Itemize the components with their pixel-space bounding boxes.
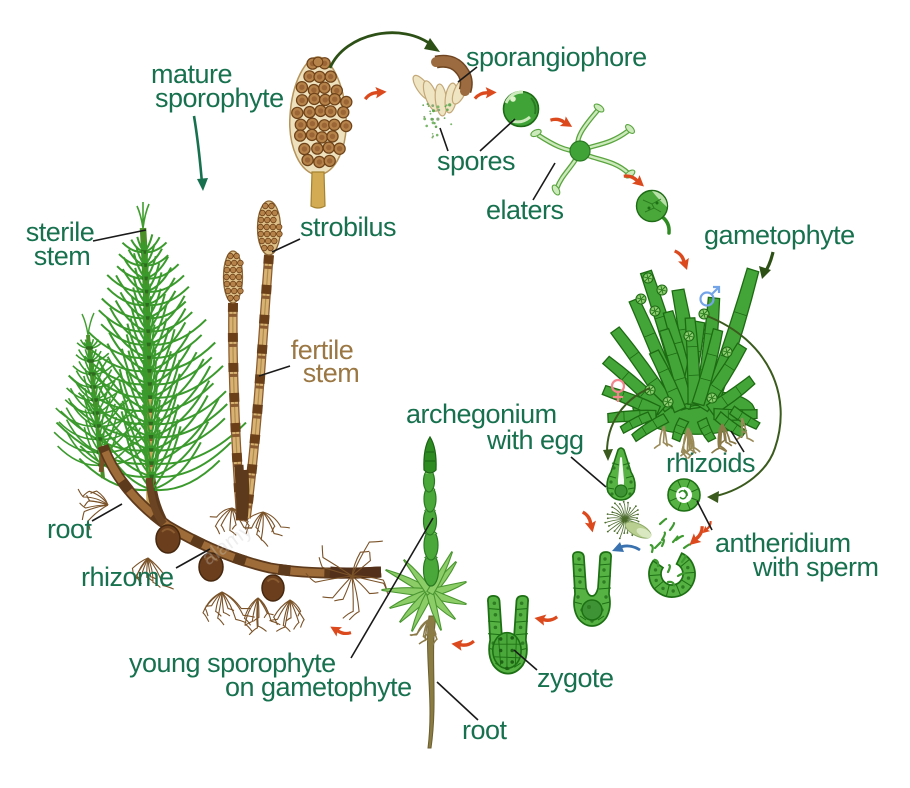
svg-text:gametophyte: gametophyte (704, 220, 855, 250)
svg-text:rhizoids: rhizoids (666, 448, 755, 478)
svg-text:zygote: zygote (537, 663, 614, 693)
svg-text:sporangiophore: sporangiophore (466, 42, 647, 72)
svg-text:sporophyte: sporophyte (155, 83, 284, 113)
svg-text:elaters: elaters (486, 195, 564, 225)
svg-text:spores: spores (437, 146, 515, 176)
svg-text:with sperm: with sperm (752, 552, 879, 582)
svg-text:strobilus: strobilus (300, 212, 396, 242)
svg-text:stem: stem (34, 241, 91, 271)
svg-text:rhizome: rhizome (81, 562, 174, 592)
svg-text:on gametophyte: on gametophyte (225, 672, 412, 702)
svg-text:stem: stem (303, 358, 360, 388)
svg-text:with egg: with egg (486, 425, 584, 455)
svg-text:root: root (47, 514, 93, 544)
svg-text:root: root (462, 715, 508, 745)
